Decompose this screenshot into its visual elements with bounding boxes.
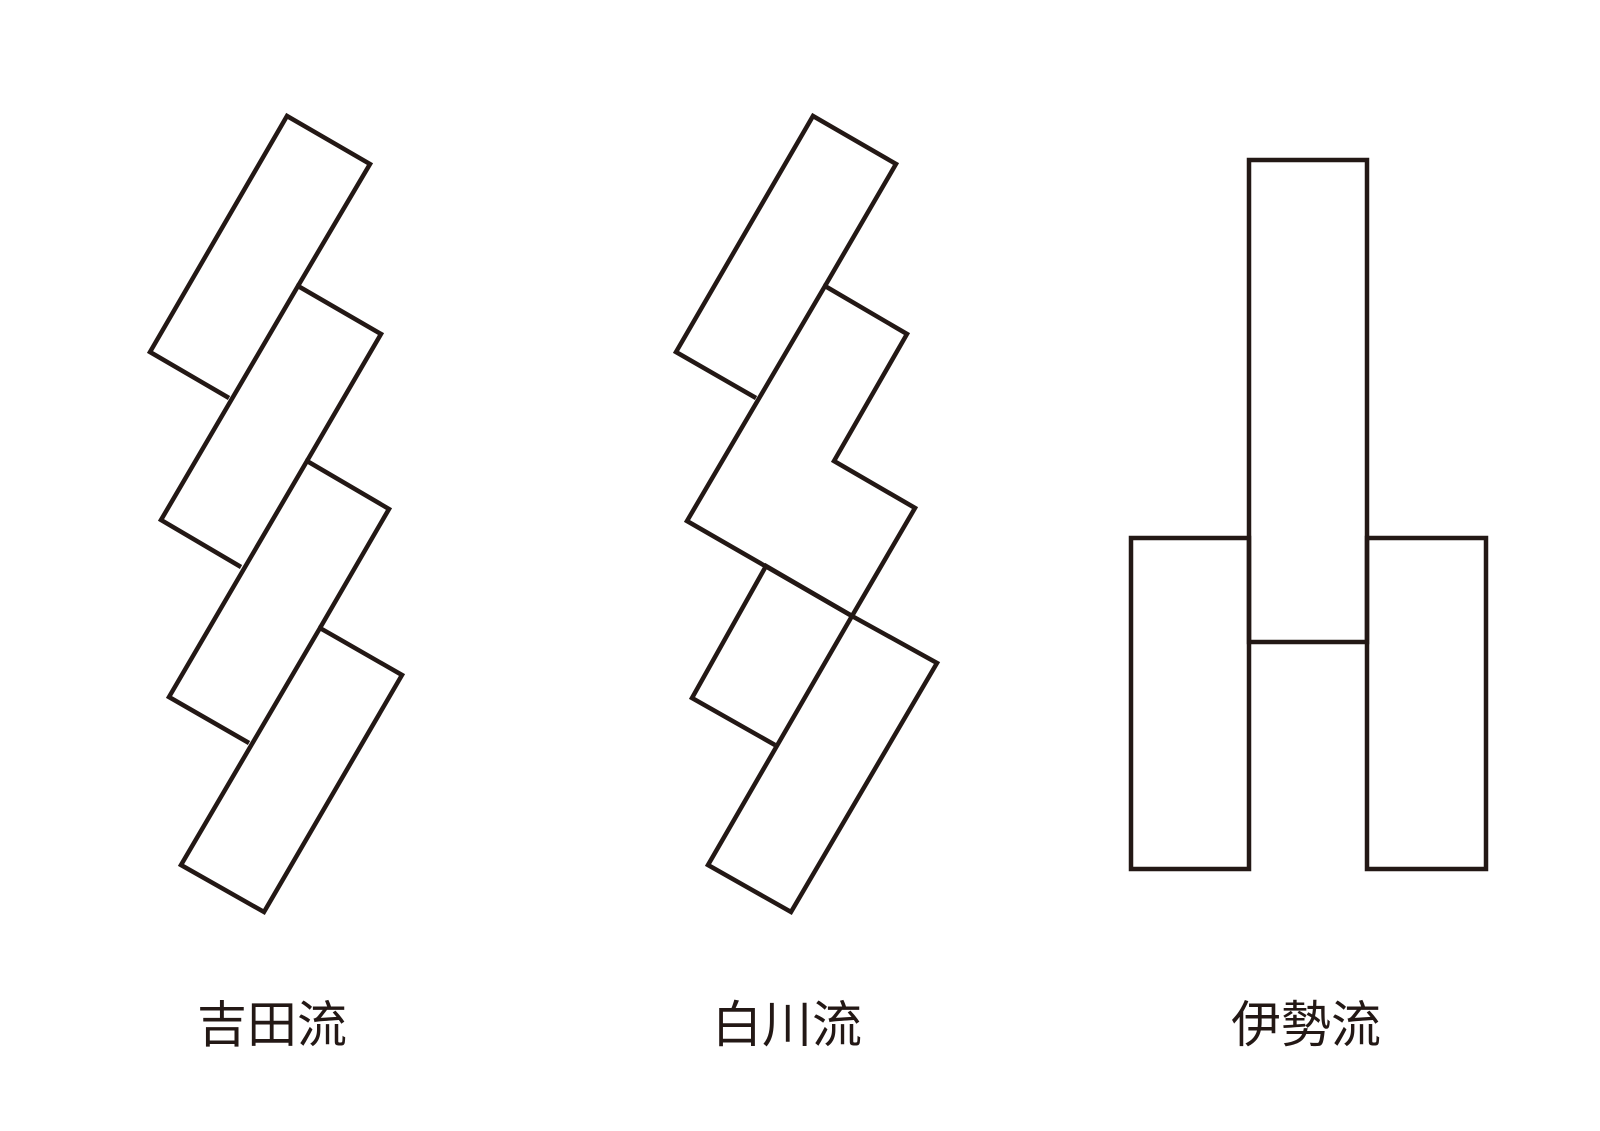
label-ise: 伊勢流 (1231, 996, 1381, 1054)
label-yoshida: 吉田流 (197, 996, 347, 1054)
ise-left-panel (1128, 535, 1252, 872)
diagram-yoshida (146, 112, 406, 916)
shirakawa-panel-1 (672, 112, 900, 400)
yoshida-panel-1 (146, 112, 374, 400)
yoshida-panel-2 (157, 282, 385, 569)
ise-right-panel (1364, 535, 1489, 872)
shirakawa-panel-4 (704, 612, 941, 916)
shirakawa-panel-3 (688, 562, 854, 747)
yoshida-panel-4 (177, 624, 406, 916)
shirakawa-panel-2 (683, 282, 919, 620)
ise-center-panel (1246, 157, 1370, 645)
diagram-shirakawa (672, 112, 941, 916)
label-shirakawa: 白川流 (712, 996, 862, 1054)
diagram-ise (1128, 157, 1489, 872)
yoshida-panel-3 (165, 457, 393, 745)
